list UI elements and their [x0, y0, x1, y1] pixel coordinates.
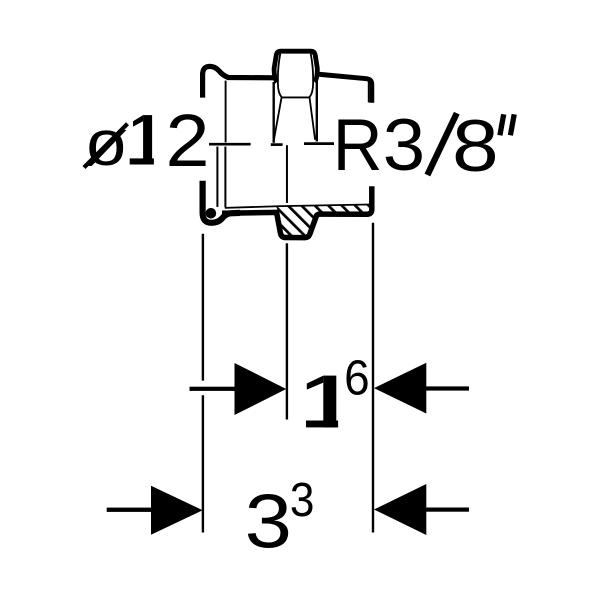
svg-text:8: 8	[452, 105, 499, 187]
svg-text:3: 3	[290, 472, 315, 526]
svg-text:2: 2	[165, 100, 209, 182]
svg-text:R: R	[333, 105, 383, 187]
svg-text:6: 6	[344, 351, 370, 406]
svg-text:3: 3	[383, 104, 425, 186]
svg-text:3: 3	[245, 480, 292, 565]
